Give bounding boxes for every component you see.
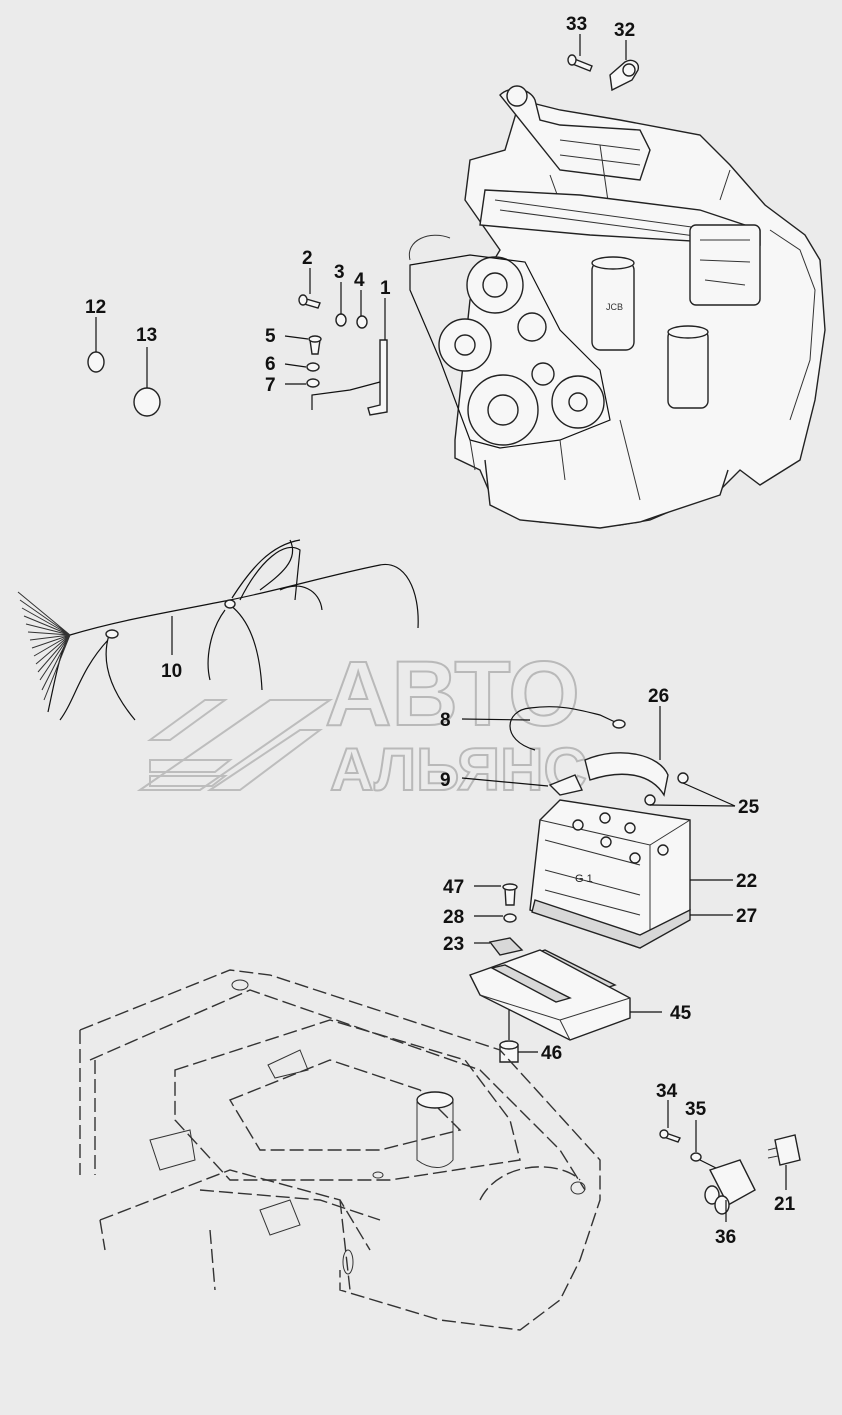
- screw-34: [659, 1100, 681, 1143]
- callout-10: 10: [161, 661, 182, 682]
- nut-3: [335, 282, 347, 327]
- nut-25: [644, 772, 736, 807]
- bolt-2: [298, 268, 321, 309]
- watermark-line2: АЛЬЯНС: [330, 736, 587, 803]
- callout-1: 1: [380, 278, 391, 299]
- callout-4: 4: [354, 270, 365, 291]
- watermark-logo: АВТО АЛЬЯНС: [136, 642, 588, 804]
- watermark-line1: АВТО: [325, 643, 580, 745]
- callout-21: 21: [774, 1194, 796, 1215]
- battery-marking: G 1: [575, 873, 593, 885]
- wiring-harness-10: [17, 539, 419, 721]
- hose-clamp-13: [133, 347, 161, 417]
- callout-13: 13: [136, 325, 157, 346]
- drive-belt: [409, 254, 611, 449]
- callout-33: 33: [566, 14, 587, 35]
- callout-46: 46: [541, 1043, 562, 1064]
- callout-7: 7: [265, 375, 276, 396]
- filter-badge: JCB: [606, 302, 623, 312]
- engine-assembly: JCB: [408, 85, 826, 529]
- harness-connector-fan: [17, 591, 71, 701]
- idler-pulley: [517, 312, 547, 342]
- hose-clamp-12: [87, 317, 105, 373]
- callout-2: 2: [302, 248, 313, 269]
- intake-port: [506, 85, 528, 107]
- washer-4: [356, 290, 368, 329]
- mount-46: [499, 1010, 538, 1063]
- washer-6: [284, 362, 320, 372]
- bolt-5: [284, 335, 322, 355]
- callout-3: 3: [334, 262, 345, 283]
- oil-filter: [667, 329, 709, 409]
- callout-22: 22: [736, 871, 757, 892]
- callout-28: 28: [443, 907, 464, 928]
- callout-8: 8: [440, 710, 451, 731]
- callout-34: 34: [656, 1081, 678, 1102]
- clamp-32: [609, 40, 639, 92]
- callout-27: 27: [736, 906, 757, 927]
- callout-5: 5: [265, 326, 276, 347]
- callout-35: 35: [685, 1099, 707, 1120]
- lockwasher-7: [285, 378, 320, 388]
- plug-36: [704, 1159, 756, 1222]
- bolt-33: [567, 34, 593, 72]
- nut-35: [690, 1120, 721, 1171]
- callout-32: 32: [614, 20, 635, 41]
- callout-47: 47: [443, 877, 464, 898]
- bracket-1: [311, 298, 388, 416]
- callout-6: 6: [265, 354, 276, 375]
- washer-28: [474, 913, 517, 923]
- callout-25: 25: [738, 797, 760, 818]
- battery-cable-8: [461, 706, 626, 751]
- filler-neck: [416, 1091, 454, 1109]
- battery-terminal-9: [461, 774, 584, 796]
- callout-26: 26: [648, 686, 669, 707]
- injection-pump: [689, 224, 761, 306]
- callout-9: 9: [440, 770, 451, 791]
- callout-45: 45: [670, 1003, 692, 1024]
- watermark-emblem: [136, 699, 334, 791]
- callout-23: 23: [443, 934, 464, 955]
- battery-22: G 1: [529, 799, 733, 949]
- callout-36: 36: [715, 1227, 736, 1248]
- battery-strap-26: [584, 706, 669, 797]
- battery-tray-27: [531, 899, 733, 949]
- callout-12: 12: [85, 297, 106, 318]
- callout-labels: 33 32 2 3 4 1 12 13 5 6 7 10 26 8 9 25 2…: [85, 14, 796, 1248]
- battery-base-45: [469, 949, 662, 1041]
- chassis-frame: [79, 969, 601, 1331]
- socket-21: [767, 1134, 801, 1190]
- bolt-47: [474, 883, 518, 906]
